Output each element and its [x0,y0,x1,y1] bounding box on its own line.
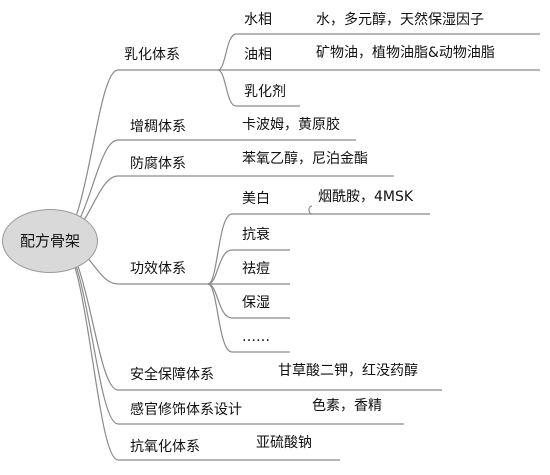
branch-antioxidant-label[interactable]: 抗氧化体系 [130,439,200,455]
emulsion-child-connector [217,33,312,71]
branch-sensory-label[interactable]: 感官修饰体系设计 [130,402,242,418]
efficacy-acne[interactable]: 祛痘 [242,261,270,277]
emulsion-oil-phase-detail: 矿物油，植物油脂&动物油脂 [316,45,495,61]
branch-efficacy-label[interactable]: 功效体系 [130,261,186,277]
branch-thickener-label[interactable]: 增稠体系 [130,119,186,135]
safety-detail: 甘草酸二钾，红没药醇 [278,363,418,379]
emulsion-water-phase[interactable]: 水相 [244,12,272,28]
branch-preservative-label[interactable]: 防腐体系 [130,156,186,172]
branch-safety-label[interactable]: 安全保障体系 [130,367,214,383]
branch-emulsion-label[interactable]: 乳化体系 [124,47,180,63]
emulsion-water-phase-detail: 水，多元醇，天然保湿因子 [316,12,484,28]
root-node[interactable]: 配方骨架 [2,209,98,273]
efficacy-child-connector [207,249,290,285]
antioxidant-detail: 亚硫酸钠 [256,435,312,451]
thickener-detail: 卡波姆，黄原胶 [242,117,340,133]
efficacy-anti-aging[interactable]: 抗衰 [242,227,270,243]
emulsion-emulsifier[interactable]: 乳化剂 [244,84,286,100]
efficacy-child-connector [207,283,290,353]
efficacy-more[interactable]: …… [242,329,270,345]
preservative-detail: 苯氧乙醇，尼泊金酯 [242,151,368,167]
emulsion-child-connector [217,69,300,107]
efficacy-moisturizing[interactable]: 保湿 [242,295,270,311]
sensory-detail: 色素，香精 [312,398,382,414]
root-label: 配方骨架 [19,232,80,250]
efficacy-whitening-detail: 烟酰胺，4MSK [318,189,414,205]
whitening-detail-link [308,205,313,215]
efficacy-whitening[interactable]: 美白 [242,191,270,207]
efficacy-child-connector [207,213,312,285]
emulsion-oil-phase[interactable]: 油相 [244,47,272,63]
